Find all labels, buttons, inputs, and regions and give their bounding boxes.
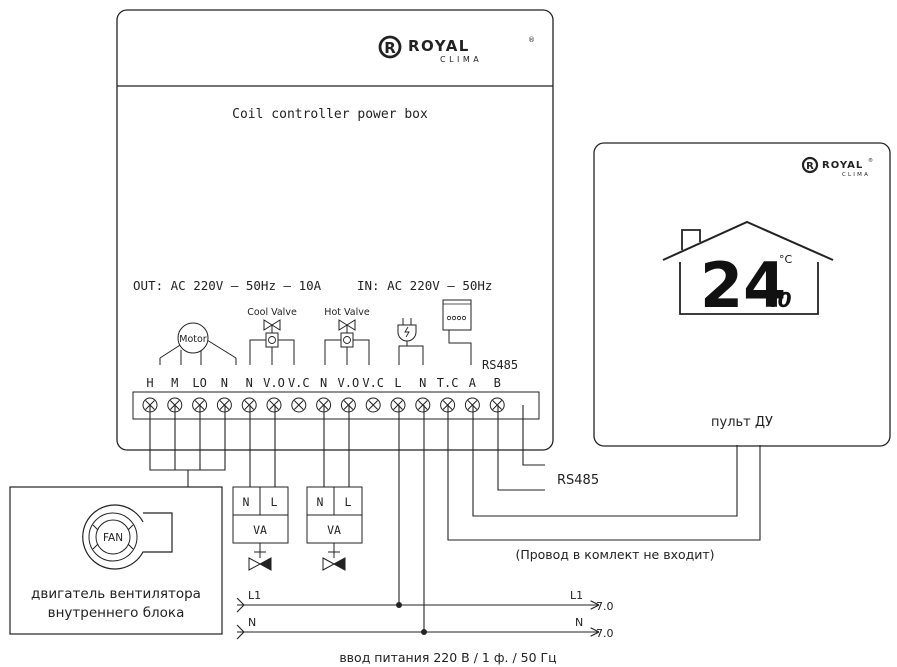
terminal-screw	[241, 397, 257, 413]
wires	[149, 405, 761, 640]
power-box	[116, 9, 554, 451]
terminal-label: A	[469, 376, 477, 390]
remote-brand-name: ROYAL	[822, 160, 863, 171]
cable-note: (Провод в комлект не входит)	[515, 547, 714, 562]
fan-unit: FAN двигатель вентилятора внутреннего бл…	[9, 486, 223, 635]
terminal-label: N	[419, 376, 426, 390]
terminal-label: V.O	[263, 376, 285, 390]
brand-sub: CLIMA	[440, 55, 482, 64]
terminal-label: H	[146, 376, 153, 390]
valve2-l: L	[345, 495, 352, 509]
l1-arrow-text: 7.0	[596, 600, 614, 613]
motor-symbol: Motor	[159, 322, 237, 365]
terminal-label: V.C	[362, 376, 384, 390]
terminal-label: V.C	[288, 376, 310, 390]
remote-brand-reg: ®	[868, 157, 873, 164]
terminal-screw	[216, 397, 232, 413]
remote-label: пульт ДУ	[711, 415, 773, 430]
l1-right-label: L1	[570, 589, 583, 602]
remote-temp-unit: °C	[779, 253, 793, 266]
l-junction	[396, 602, 402, 608]
terminal-label: N	[246, 376, 253, 390]
terminal-label: N	[320, 376, 327, 390]
valve2-n: N	[317, 495, 324, 509]
remote-logo: R ROYAL ® CLIMA	[801, 156, 873, 178]
cool-valve-label: Cool Valve	[247, 307, 297, 318]
power-plug-icon	[397, 318, 424, 365]
fan-caption-line1: двигатель вентилятора	[31, 586, 201, 602]
terminal-screw	[291, 397, 307, 413]
cool-valve-actuator: N L VA	[232, 486, 289, 571]
royal-clima-logo: R ROYAL ® CLIMA	[378, 35, 535, 64]
terminal-screw	[390, 397, 406, 413]
out-spec: OUT: AC 220V – 50Hz – 10A	[133, 278, 322, 293]
hot-valve-label: Hot Valve	[324, 307, 370, 318]
terminal-screw	[464, 397, 480, 413]
terminal-label: L	[394, 376, 401, 390]
terminal-block	[142, 397, 505, 413]
n-arrow-text: 7.0	[596, 627, 614, 640]
thermostat-icon	[442, 299, 472, 365]
brand-reg: ®	[528, 36, 535, 44]
power-box-title: Coil controller power box	[232, 107, 428, 122]
terminal-screw	[489, 397, 505, 413]
terminal-screw	[266, 397, 282, 413]
fan-icon: FAN	[103, 532, 123, 544]
valve1-label: VA	[253, 523, 267, 537]
terminal-label: B	[494, 376, 501, 390]
terminal-label: T.C	[437, 376, 459, 390]
valve2-label: VA	[327, 523, 341, 537]
n-right-label: N	[575, 616, 583, 629]
in-spec: IN: AC 220V – 50Hz	[357, 278, 492, 293]
terminal-label: N	[221, 376, 228, 390]
l1-left-label: L1	[248, 589, 261, 602]
terminal-screw	[340, 397, 356, 413]
svg-text:R: R	[384, 39, 396, 57]
motor-label: Motor	[179, 334, 207, 345]
terminal-label: M	[171, 376, 178, 390]
n-junction	[421, 629, 427, 635]
terminal-screw	[415, 397, 431, 413]
valve1-l: L	[271, 495, 278, 509]
n-left-label: N	[248, 616, 256, 629]
terminal-screw	[365, 397, 381, 413]
remote-brand-sub: CLIMA	[842, 172, 870, 178]
remote-temp-main: 24	[700, 249, 786, 322]
valve1-n: N	[243, 495, 250, 509]
remote-control	[593, 142, 891, 447]
remote-temp-decimal: .0	[770, 288, 792, 312]
hot-valve-actuator: N L VA	[306, 486, 363, 571]
hot-valve-symbol: Hot Valve	[324, 307, 370, 365]
brand-name: ROYAL	[408, 37, 470, 55]
terminal-label: V.O	[338, 376, 360, 390]
power-caption: ввод питания 220 В / 1 ф. / 50 Гц	[339, 650, 556, 665]
terminal-label: LO	[192, 376, 206, 390]
cool-valve-symbol: Cool Valve	[247, 307, 297, 365]
rs485-terminal-label: RS485	[482, 358, 518, 372]
house-display: 24 .0 °C	[662, 220, 834, 322]
fan-caption-line2: внутреннего блока	[48, 605, 185, 621]
svg-text:R: R	[806, 161, 814, 172]
rs485-wire-label: RS485	[557, 473, 599, 488]
